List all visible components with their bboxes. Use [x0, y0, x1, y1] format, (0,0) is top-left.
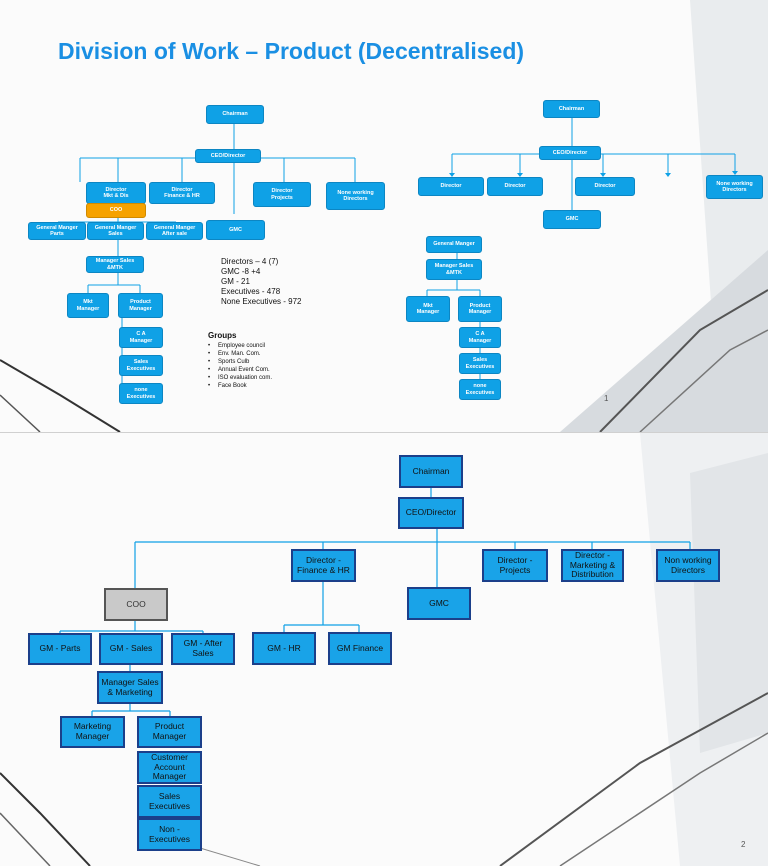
none-executives-box: none Executives	[459, 379, 501, 400]
gm-hr-box: GM - HR	[252, 632, 316, 665]
product-manager-box: Product Manager	[118, 293, 163, 318]
slide-divider	[0, 432, 768, 433]
coo-box: COO	[86, 203, 146, 218]
gm-after-sales-box: GM - After Sales	[171, 633, 235, 665]
group-item: Employee council	[208, 342, 272, 350]
director-box: Director	[487, 177, 543, 196]
gm-parts-box: General Manger Parts	[28, 222, 86, 240]
sales-executives-box: Sales Executives	[459, 353, 501, 374]
page-number: 2	[741, 840, 746, 849]
product-manager-box: Product Manager	[137, 716, 202, 748]
slide-title: Division of Work – Product (Decentralise…	[58, 38, 525, 64]
ceo-director-box: CEO/Director	[539, 146, 601, 160]
headcount-stats: Directors – 4 (7) GMC -8 +4 GM - 21 Exec…	[221, 257, 302, 307]
chairman-box: Chairman	[543, 100, 600, 118]
director-box: Director	[575, 177, 635, 196]
product-manager-box: Product Manager	[458, 296, 502, 322]
director-finance-hr-box: Director - Finance & HR	[291, 549, 356, 582]
org-chart-connectors	[59, 488, 691, 716]
mkt-manager-box: Mkt Manager	[67, 293, 109, 318]
gmc-box: GMC	[543, 210, 601, 229]
coo-box: COO	[104, 588, 168, 621]
left-chart-connectors	[58, 124, 356, 400]
ceo-director-box: CEO/Director	[398, 497, 464, 529]
ca-manager-box: C A Manager	[119, 327, 163, 348]
stat-line: None Executives - 972	[221, 297, 302, 306]
general-manager-box: General Manger	[426, 236, 482, 253]
group-item: ISO evaluation com.	[208, 374, 272, 382]
director-projects-box: Director Projects	[253, 182, 311, 207]
customer-account-manager-box: Customer Account Manager	[137, 751, 202, 784]
background-decoration	[0, 0, 768, 432]
gm-sales-box: General Manger Sales	[87, 222, 144, 240]
stat-line: GMC -8 +4	[221, 267, 261, 276]
manager-sales-mtk-box: Manager Sales &MTK	[426, 259, 482, 280]
chairman-box: Chairman	[399, 455, 463, 488]
mkt-manager-box: Mkt Manager	[406, 296, 450, 322]
sales-executives-box: Sales Executives	[137, 785, 202, 818]
marketing-manager-box: Marketing Manager	[60, 716, 125, 748]
none-executives-box: none Executives	[119, 383, 163, 404]
group-item: Env. Man. Com.	[208, 350, 272, 358]
gm-parts-box: GM - Parts	[28, 633, 92, 665]
stat-line: Executives - 478	[221, 287, 281, 296]
groups-heading: Groups	[208, 331, 237, 340]
groups-list: Employee council Env. Man. Com. Sports C…	[208, 342, 272, 390]
none-working-directors-box: None working Directors	[706, 175, 763, 199]
director-box: Director	[418, 177, 484, 196]
director-finance-hr-box: Director Finance & HR	[149, 182, 215, 204]
manager-sales-mtk-box: Manager Sales &MTK	[86, 256, 144, 273]
sales-executives-box: Sales Executives	[119, 355, 163, 376]
ceo-director-box: CEO/Director	[195, 149, 261, 163]
down-arrow-icon	[449, 171, 738, 177]
non-executives-box: Non - Executives	[137, 818, 202, 851]
gmc-box: GMC	[407, 587, 471, 620]
page-number: 1	[604, 394, 609, 403]
slide-2: Chairman CEO/Director Director - Finance…	[0, 433, 768, 866]
slide-1: Division of Work – Product (Decentralise…	[0, 0, 768, 432]
gmc-box: GMC	[206, 220, 265, 240]
chairman-box: Chairman	[206, 105, 264, 124]
director-marketing-distribution-box: Director - Marketing & Distribution	[561, 549, 624, 582]
ca-manager-box: C A Manager	[459, 327, 501, 348]
group-item: Annual Event Com.	[208, 366, 272, 374]
stat-line: GM - 21	[221, 277, 250, 286]
director-projects-box: Director - Projects	[482, 549, 548, 582]
group-item: Face Book	[208, 382, 272, 390]
background-decoration	[0, 433, 768, 866]
group-item: Sports Culb	[208, 358, 272, 366]
gm-finance-box: GM Finance	[328, 632, 392, 665]
manager-sales-marketing-box: Manager Sales & Marketing	[97, 671, 163, 704]
stat-line: Directors – 4 (7)	[221, 257, 279, 266]
gm-sales-box: GM - Sales	[99, 633, 163, 665]
none-working-directors-box: None working Directors	[326, 182, 385, 210]
non-working-directors-box: Non working Directors	[656, 549, 720, 582]
gm-after-sale-box: General Manger After sale	[146, 222, 203, 240]
